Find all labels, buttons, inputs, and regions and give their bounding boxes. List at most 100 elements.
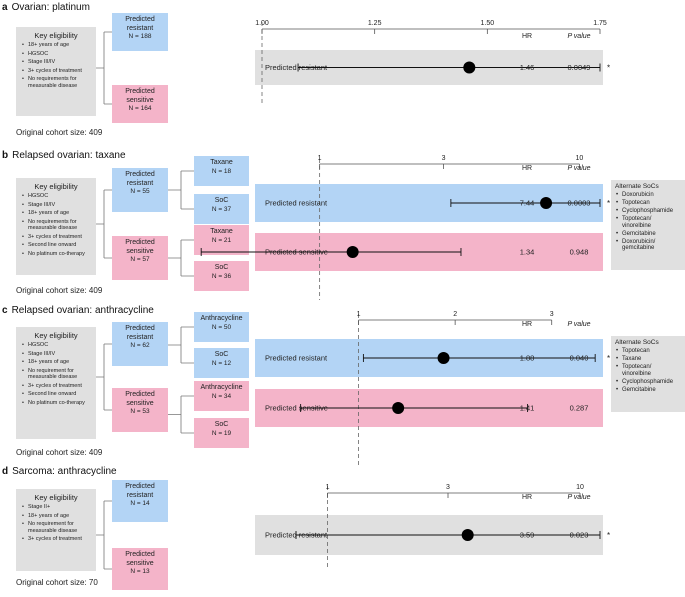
panel-a-cohort-size: Original cohort size: 409 [16,128,103,137]
panel-b-subgroup-label: SoC [214,197,229,204]
panel-c-group-n: N = 53 [130,408,150,415]
panel-b-p-header: P value [567,165,590,172]
panel-c-row-label: Predicted resistant [265,354,328,363]
panel-c-alt-soc-item: Topotecan [616,348,682,355]
panel-c-group-bracket [96,343,112,411]
panel-c-hr-header: HR [522,321,532,328]
panel-c-subgroup-bracket [168,326,194,364]
panel-b-alt-socs-box: Alternate SoCsDoxorubicinTopotecanCyclop… [611,180,685,270]
panel-c-p-header: P value [567,321,590,328]
panel-d-eligibility-list: Stage II+18+ years of ageNo requirement … [21,504,91,543]
panel-b-group-label: Predicted resistant [125,171,155,187]
panel-b-letter: b [2,150,9,161]
panel-c-subgroup-n: N = 50 [211,323,232,331]
panel-b-subgroup-n: N = 37 [211,205,232,213]
panel-c-alt-soc-item: Gemcitabine [616,387,682,394]
panel-a-eligibility-item: 18+ years of age [22,42,91,49]
panel-b-group-n: N = 55 [130,188,150,195]
panel-c-eligibility-item: No requirement for measurable disease [22,368,91,381]
panel-c-eligibility-item: Second line onward [22,391,91,398]
panel-b-subgroup-bracket [168,239,194,277]
panel-c-eligibility-title: Key eligibility [34,331,78,340]
panel-c-alt-socs-box: Alternate SoCsTopotecanTaxaneTopotecan/ … [611,336,685,412]
panel-c-tick-label: 3 [550,311,554,318]
panel-c-row-label: Predicted sensitive [265,404,328,413]
panel-a-group-n: N = 164 [128,105,152,112]
panel-b-subgroup-label: Taxane [210,159,233,166]
panel-b-alt-socs-list: DoxorubicinTopotecanCyclophosphamideTopo… [615,192,682,252]
panel-a-tick-label: 1.50 [481,20,495,27]
panel-b-eligibility-list: HGSOC Stage III/IV18+ years of age No requ… [21,193,91,257]
panel-a-eligibility-title: Key eligibility [34,31,78,40]
panel-d-tick-label: 3 [446,484,450,491]
panel-b-eligibility-item: Stage III/IV [22,202,91,209]
panel-a-p-value: 0.0049 [568,63,591,72]
panel-d-eligibility-item: No requirement for measurable disease [22,521,91,534]
panel-b-tick-label: 1 [318,155,322,162]
panel-d-eligibility-title: Key eligibility [34,493,78,502]
panel-b-alt-soc-item: Doxorubicin [616,192,682,199]
panel-b-cohort-size: Original cohort size: 409 [16,286,103,295]
panel-b-subgroup-n: N = 36 [211,272,232,280]
panel-a-letter: a [2,2,8,13]
panel-c-alt-soc-item: Topotecan/ vinorelbine [616,364,682,377]
panel-a-group-label: Predicted sensitive [125,88,155,104]
panel-b-subgroup-n: N = 21 [211,236,232,244]
panel-b-group-label: Predicted sensitive [125,239,155,255]
panel-b-alt-socs-title: Alternate SoCs [615,183,659,190]
panel-b-eligibility-item: No requirements for measurable disease [22,219,91,232]
panel-c-alt-socs-list: TopotecanTaxaneTopotecan/ vinorelbineCyc… [615,348,682,393]
panel-b-title-text: Relapsed ovarian: taxane [12,150,126,161]
panel-b-tick-label: 10 [576,155,584,162]
panel-b-alt-soc-item: Gemcitabine [616,231,682,238]
panel-c-title-text: Relapsed ovarian: anthracycline [11,305,154,316]
panel-c-hr-value: 1.41 [520,404,535,413]
panel-b-eligibility-title: Key eligibility [34,182,78,191]
panel-d-hr-header: HR [522,494,532,501]
panel-b-subgroup-label: SoC [214,264,229,271]
panel-c-group-label: Predicted resistant [125,325,155,341]
panel-c-hr-point [392,402,405,414]
panel-c-eligibility-box: Key eligibilityHGSOCStage III/IV18+ year… [16,327,96,439]
panel-c-eligibility-item: Stage III/IV [22,351,91,358]
panel-a-title-text: Ovarian: platinum [11,2,90,13]
panel-c-group-label: Predicted sensitive [125,391,155,407]
panel-b-p-value: 0.948 [570,248,589,257]
panel-c-subgroup-label: Anthracycline [200,315,243,322]
panel-c-cohort-size: Original cohort size: 409 [16,448,103,457]
panel-c-subgroup-label: Anthracycline [200,384,243,391]
panel-b-eligibility-box: Key eligibilityHGSOC Stage III/IV18+ year… [16,178,96,275]
panel-b-eligibility-item: 18+ years of age [22,210,91,217]
panel-d-eligibility-item: 18+ years of age [22,513,91,520]
panel-b-row-label: Predicted resistant [265,199,328,208]
panel-b-significance-star: * [607,199,610,208]
panel-b-subgroup-bracket [168,170,194,210]
panel-d-p-header: P value [567,494,590,501]
panel-b-eligibility-item: HGSOC [22,193,91,200]
panel-d-p-value: 0.023 [570,531,589,540]
panel-c-eligibility-item: No platinum co-therapy [22,400,91,407]
panel-a-eligibility-list: 18+ years of ageHGSOCStage III/IV3+ cycl… [21,42,91,89]
panel-c-alt-soc-item: Cyclophosphamide [616,379,682,386]
panel-a-hr-point [463,61,476,74]
panel-c-subgroup-label: SoC [214,421,229,428]
panel-b-alt-soc-item: Topotecan [616,200,682,207]
panel-a-eligibility-item: Stage III/IV [22,59,91,66]
panel-b-eligibility-item: Second line onward [22,242,91,249]
panel-c-subgroup-bracket [168,395,194,434]
panel-a-tick-label: 1.75 [593,20,607,27]
panel-b-subgroup-n: N = 18 [211,167,232,175]
